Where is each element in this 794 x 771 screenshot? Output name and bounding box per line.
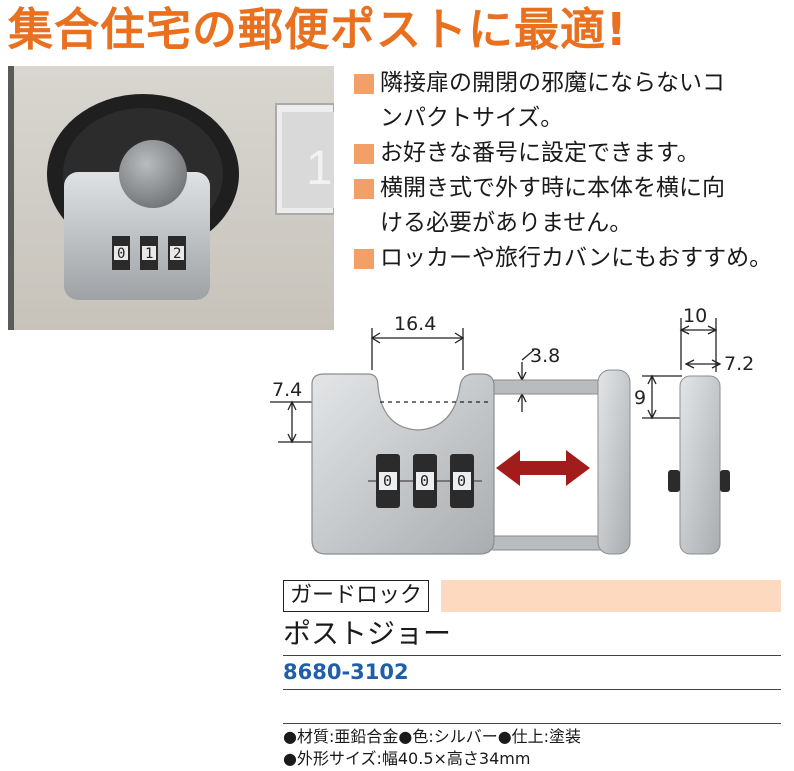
- diagram-dial-3: 0: [457, 472, 466, 490]
- photo-dial-2: 1: [145, 246, 153, 262]
- brand-banner: [441, 580, 781, 612]
- product-code: 8680-3102: [283, 656, 781, 690]
- photo-dial-3: 2: [173, 246, 181, 262]
- product-photo: 1 0 1 2: [8, 66, 334, 330]
- feature-line: 横開き式で外す時に本体を横に向: [352, 171, 792, 206]
- feature-line: お好きな番号に設定できます。: [352, 136, 792, 171]
- feature-text: ロッカーや旅行カバンにもおすすめ。: [380, 245, 773, 271]
- product-name: ポストジョー: [283, 614, 781, 656]
- dim-side-height: 9: [634, 387, 646, 409]
- slide-direction-arrow: [496, 450, 590, 486]
- dim-shackle-diameter: 3.8: [530, 345, 560, 367]
- spec-size: ●外形サイズ:幅40.5×高さ34mm: [283, 749, 531, 768]
- feature-line: ける必要がありません。: [352, 206, 792, 241]
- feature-text: 隣接扉の開閉の邪魔にならないコ: [380, 70, 725, 96]
- brand-label: ガードロック: [283, 580, 430, 612]
- product-info: ガードロック ポストジョー 8680-3102 ●材質:亜鉛合金●色:シルバー●…: [283, 580, 781, 770]
- spec-material: ●材質:亜鉛合金●色:シルバー●仕上:塗装: [283, 727, 582, 746]
- headline: 集合住宅の郵便ポストに最適!: [8, 3, 628, 56]
- diagram-dial-1: 0: [383, 472, 392, 490]
- feature-text: ける必要がありません。: [380, 210, 633, 236]
- feature-line: ンパクトサイズ。: [352, 101, 792, 136]
- diagram-dial-2: 0: [420, 472, 429, 490]
- photo-dial-1: 0: [117, 246, 125, 262]
- dim-depth: 7.4: [272, 379, 302, 401]
- feature-text: お好きな番号に設定できます。: [380, 140, 700, 166]
- divider: [283, 690, 781, 724]
- feature-text: ンパクトサイズ。: [380, 105, 564, 131]
- feature-text: 横開き式で外す時に本体を横に向: [380, 175, 725, 201]
- door-number: 1: [306, 142, 333, 195]
- dimension-diagram: 16.4 3.8 7.4 10 7.2 9 0 0 0: [268, 300, 768, 574]
- square-bullet-icon: [354, 179, 374, 199]
- square-bullet-icon: [354, 249, 374, 269]
- feature-line: 隣接扉の開閉の邪魔にならないコ: [352, 66, 792, 101]
- square-bullet-icon: [354, 144, 374, 164]
- dim-side-width: 10: [683, 305, 707, 327]
- dim-shackle-opening: 16.4: [394, 313, 436, 335]
- square-bullet-icon: [354, 74, 374, 94]
- dim-side-inner: 7.2: [724, 353, 754, 375]
- feature-list: 隣接扉の開閉の邪魔にならないコンパクトサイズ。お好きな番号に設定できます。横開き…: [352, 66, 792, 276]
- feature-line: ロッカーや旅行カバンにもおすすめ。: [352, 241, 792, 276]
